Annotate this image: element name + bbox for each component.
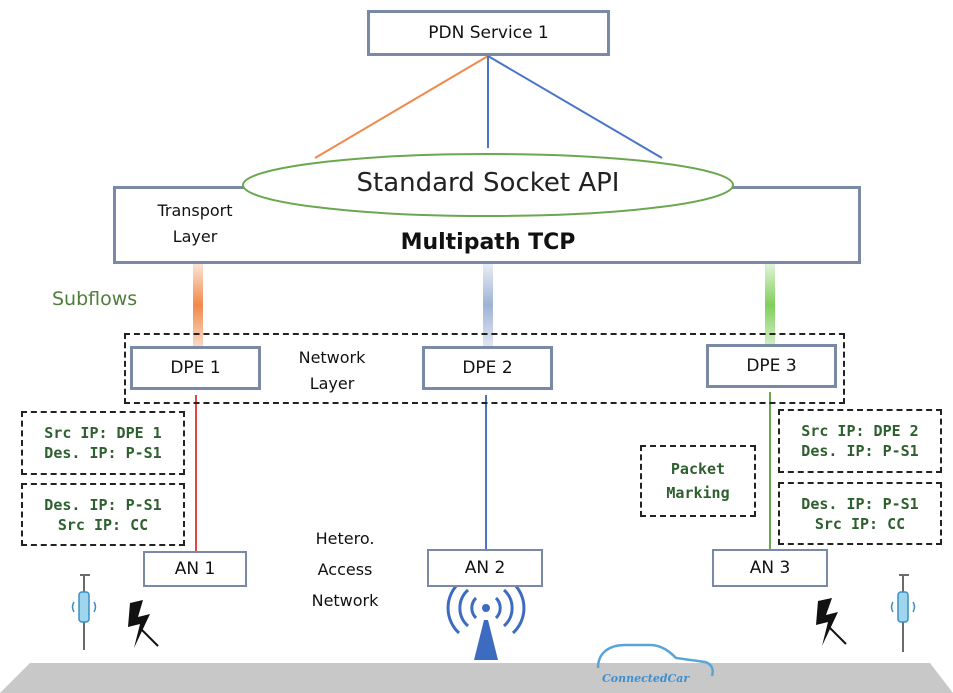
- hetero-line3: Network: [311, 591, 379, 610]
- right-header-top: Src IP: DPE 2 Des. IP: P-S1: [778, 409, 942, 473]
- transport-layer-line2: Layer: [172, 227, 218, 246]
- packet-marking-line2: Marking: [666, 484, 730, 502]
- dpe-1-label: DPE 1: [170, 358, 221, 378]
- an-3-box: AN 3: [712, 549, 828, 587]
- mptcp-label: Multipath TCP: [400, 230, 576, 255]
- transport-layer-line1: Transport: [157, 201, 233, 220]
- pdn-service-label: PDN Service 1: [428, 23, 549, 43]
- hetero-line2: Access: [317, 560, 373, 579]
- socket-api-label: Standard Socket API: [356, 168, 620, 198]
- subflow-green: [765, 262, 775, 348]
- left-header-top-line2: Des. IP: P-S1: [44, 444, 162, 462]
- network-layer-container: [124, 333, 845, 404]
- hetero-line1: Hetero.: [315, 529, 375, 548]
- dpe-3-box: DPE 3: [706, 344, 837, 388]
- dpe-3-label: DPE 3: [746, 356, 797, 376]
- packet-marking-box: Packet Marking: [640, 445, 756, 517]
- transport-layer-label: Transport Layer: [140, 198, 250, 250]
- packet-marking-line1: Packet: [670, 460, 726, 478]
- roadside-unit-icon-left: [71, 574, 97, 650]
- right-header-bottom-line1: Des. IP: P-S1: [801, 495, 919, 513]
- antenna-icon: [446, 581, 526, 660]
- an-1-box: AN 1: [143, 551, 247, 587]
- an-1-label: AN 1: [174, 559, 216, 579]
- left-header-bottom: Des. IP: P-S1 Src IP: CC: [21, 483, 185, 546]
- dpe-2-box: DPE 2: [422, 346, 553, 390]
- hetero-network-label: Hetero. Access Network: [290, 523, 400, 616]
- an-2-box: AN 2: [427, 549, 543, 587]
- dpe-2-label: DPE 2: [462, 358, 513, 378]
- left-header-top: Src IP: DPE 1 Des. IP: P-S1: [21, 411, 185, 475]
- network-layer-line2: Layer: [309, 374, 355, 393]
- subflow-blue: [483, 262, 493, 348]
- link-orange: [314, 55, 489, 159]
- left-header-top-line1: Src IP: DPE 1: [44, 424, 162, 442]
- right-header-bottom-line2: Src IP: CC: [814, 515, 906, 533]
- subflows-label: Subflows: [52, 288, 138, 310]
- link-blue-right: [487, 55, 663, 159]
- an-3-label: AN 3: [749, 558, 791, 578]
- dpe-1-box: DPE 1: [130, 346, 261, 390]
- lightning-icon-right: [816, 598, 847, 646]
- right-header-top-line2: Des. IP: P-S1: [801, 442, 919, 460]
- logo-text: ConnectedCar: [602, 672, 690, 685]
- network-layer-label: Network Layer: [282, 345, 382, 397]
- an-2-label: AN 2: [464, 558, 506, 578]
- roadside-unit-icon-right: [890, 574, 916, 652]
- right-header-top-line1: Src IP: DPE 2: [801, 422, 919, 440]
- left-header-bottom-line2: Src IP: CC: [57, 516, 149, 534]
- right-header-bottom: Des. IP: P-S1 Src IP: CC: [778, 482, 942, 545]
- network-layer-line1: Network: [298, 348, 366, 367]
- left-header-bottom-line1: Des. IP: P-S1: [44, 496, 162, 514]
- ground-plane: [0, 663, 953, 693]
- logo-car-icon: [596, 643, 714, 677]
- lightning-icon-left: [128, 600, 159, 648]
- pdn-service-box: PDN Service 1: [367, 10, 610, 56]
- subflow-orange: [193, 262, 203, 348]
